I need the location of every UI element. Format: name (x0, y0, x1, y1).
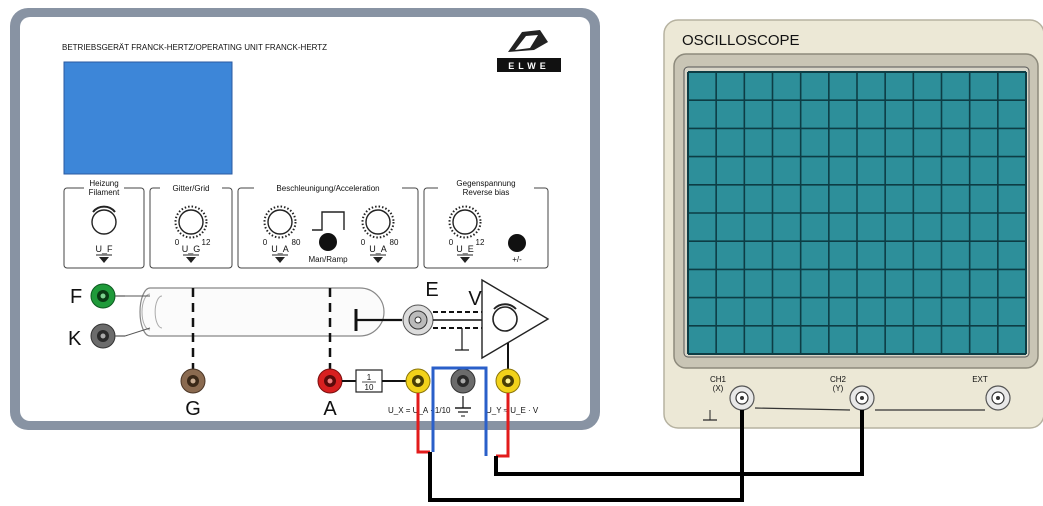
grid-meter-label: U_G (182, 244, 201, 254)
grid-knob[interactable] (174, 205, 208, 239)
oscilloscope-title: OSCILLOSCOPE (682, 32, 800, 49)
ch2-label-1: CH2 (830, 375, 847, 384)
amplifier-label-v: V (468, 288, 482, 310)
ch2-input-connector[interactable] (849, 385, 875, 411)
oscilloscope-ground-icon (703, 410, 717, 421)
divider-den: 10 (365, 383, 374, 392)
divider-num: 1 (367, 373, 372, 382)
output-jack-ground-gray[interactable] (450, 368, 476, 394)
jack-a-red[interactable] (317, 368, 343, 394)
output-jack-y-yellow[interactable] (495, 368, 521, 394)
cable-ch1-black (428, 410, 744, 502)
accel2-voltmeter-icon (373, 257, 383, 263)
accel2-max: 80 (390, 238, 399, 247)
ch1-label-1: CH1 (710, 375, 727, 384)
screen-grid (687, 71, 1027, 355)
cable-x-signal-red (416, 393, 430, 454)
display-screen (63, 61, 233, 175)
grid-max: 12 (202, 238, 211, 247)
cable-ground-blue (431, 366, 488, 456)
unit-title: BETRIEBSGERÄT FRANCK-HERTZ/OPERATING UNI… (62, 43, 327, 52)
accel2-meter-label: U_A (369, 244, 387, 254)
man-ramp-label: Man/Ramp (308, 255, 348, 264)
ext-input-connector[interactable] (985, 385, 1011, 411)
ch2-label-2: (Y) (833, 384, 844, 393)
terminal-label-k: K (68, 328, 82, 350)
bnc-socket-e[interactable] (402, 304, 434, 336)
operating-unit: BETRIEBSGERÄT FRANCK-HERTZ/OPERATING UNI… (10, 8, 600, 430)
filament-knob[interactable] (91, 205, 117, 235)
accel1-voltmeter-icon (275, 257, 285, 263)
terminal-label-f: F (70, 286, 82, 308)
accel1-max: 80 (292, 238, 301, 247)
accel2-min: 0 (361, 238, 366, 247)
jack-g-brown[interactable] (180, 368, 206, 394)
output-y-label: U_Y ≈ U_E · V (486, 406, 539, 415)
reverse-max: 12 (476, 238, 485, 247)
acceleration-knob-ramp[interactable] (361, 205, 395, 239)
jack-k-gray[interactable] (90, 323, 116, 349)
grid-label: Gitter/Grid (173, 184, 210, 193)
cable-y-signal-red (496, 393, 510, 458)
output-jack-x-yellow[interactable] (405, 368, 431, 394)
reverse-min: 0 (449, 238, 454, 247)
jack-f-green[interactable] (90, 283, 116, 309)
grid-voltmeter-icon (186, 257, 196, 263)
oscilloscope: OSCILLOSCOPE CH1 (X) CH2 (Y) EXT (663, 19, 1043, 429)
ext-label: EXT (972, 375, 988, 384)
terminal-label-g: G (185, 398, 201, 420)
terminal-label-a: A (323, 398, 337, 420)
polarity-button[interactable] (508, 234, 526, 252)
cable-ch2-black (494, 410, 864, 476)
elwe-logo: ELWE (497, 30, 561, 72)
ch1-input-connector[interactable] (729, 385, 755, 411)
ch1-label-2: (X) (713, 384, 724, 393)
accel1-meter-label: U_A (271, 244, 289, 254)
cables (416, 366, 864, 502)
filament-voltmeter-icon (99, 257, 109, 263)
filament-meter-label: U_F (95, 244, 113, 254)
reverse-meter-label: U_E (456, 244, 474, 254)
accel1-min: 0 (263, 238, 268, 247)
reverse-bias-knob[interactable] (448, 205, 482, 239)
amplifier-gain-knob[interactable] (492, 303, 518, 332)
reverse-label-1: Gegenspannung (456, 179, 515, 188)
ramp-waveform-icon (312, 211, 345, 231)
man-ramp-button[interactable] (319, 233, 337, 251)
ground-icon (455, 396, 471, 417)
terminal-label-e: E (425, 279, 438, 301)
acceleration-knob-manual[interactable] (263, 205, 297, 239)
grid-min: 0 (175, 238, 180, 247)
polarity-label: +/- (512, 255, 522, 264)
franck-hertz-tube (124, 287, 385, 337)
acceleration-label: Beschleunigung/Acceleration (276, 184, 379, 193)
filament-label-1: Heizung (89, 179, 118, 188)
filament-label-2: Filament (89, 188, 120, 197)
reverse-voltmeter-icon (460, 257, 470, 263)
reverse-label-2: Reverse bias (463, 188, 510, 197)
logo-text: ELWE (508, 61, 550, 71)
output-x-label: U_X = U_A · 1/10 (388, 406, 451, 415)
